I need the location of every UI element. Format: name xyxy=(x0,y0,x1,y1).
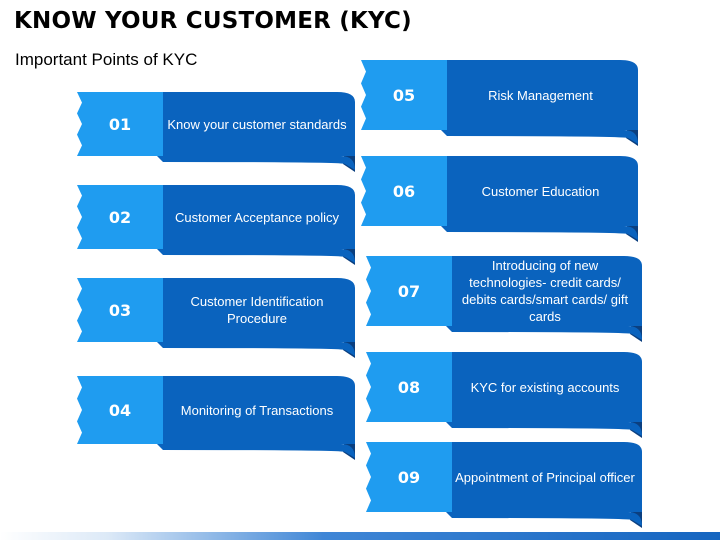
kyc-item-08: 08 KYC for existing accounts xyxy=(366,352,642,438)
number-box xyxy=(77,376,163,444)
ribbon-shape xyxy=(366,442,642,528)
ribbon-curl xyxy=(446,326,642,340)
number-box xyxy=(77,92,163,156)
ribbon-curl xyxy=(157,156,355,170)
item-number: 05 xyxy=(392,85,416,105)
ribbon-dark-panel xyxy=(447,156,638,226)
item-number: 01 xyxy=(108,114,132,134)
ribbon-shape xyxy=(361,156,638,242)
ribbon-shape xyxy=(366,352,642,438)
item-label: Appointment of Principal officer xyxy=(455,469,635,485)
item-number: 04 xyxy=(108,400,132,420)
ribbon-shape xyxy=(366,256,642,342)
ribbon-dark-panel xyxy=(452,256,642,326)
number-box xyxy=(366,256,452,326)
number-box xyxy=(366,442,452,512)
item-label: Customer Education xyxy=(481,183,600,199)
item-number: 03 xyxy=(108,300,132,320)
ribbon-dark-panel xyxy=(163,185,355,249)
item-number: 02 xyxy=(108,207,132,227)
ribbon-curl xyxy=(446,422,642,436)
ribbon-shape xyxy=(77,278,355,358)
item-label: Monitoring of Transactions xyxy=(180,402,334,418)
ribbon-shape xyxy=(361,60,638,146)
item-number: 08 xyxy=(397,377,421,397)
number-box xyxy=(366,352,452,422)
ribbon-shape xyxy=(77,376,355,460)
item-label: Customer Acceptance policy xyxy=(174,209,340,225)
kyc-item-07: 07 Introducing of new technologies- cred… xyxy=(366,256,642,342)
ribbon-shape xyxy=(77,185,355,265)
item-label: Customer Identification Procedure xyxy=(190,294,324,326)
number-box xyxy=(361,156,447,226)
ribbon-dark-panel xyxy=(163,278,355,342)
ribbon-curl xyxy=(441,130,638,144)
number-box xyxy=(77,185,163,249)
item-label: KYC for existing accounts xyxy=(470,379,620,395)
ribbon-dark-panel xyxy=(452,352,642,422)
slide-title: KNOW YOUR CUSTOMER (KYC) xyxy=(14,8,412,34)
ribbon-dark-panel xyxy=(452,442,642,512)
number-box xyxy=(361,60,447,130)
ribbon-curl xyxy=(157,249,355,263)
number-box xyxy=(77,278,163,342)
ribbon-shape xyxy=(77,92,355,172)
item-label: Risk Management xyxy=(488,87,593,103)
ribbon-dark-panel xyxy=(163,376,355,444)
kyc-item-09: 09 Appointment of Principal officer xyxy=(366,442,642,528)
kyc-item-02: 02 Customer Acceptance policy xyxy=(77,185,355,265)
ribbon-curl xyxy=(157,444,355,458)
bottom-gradient-bar xyxy=(0,532,720,540)
item-number: 06 xyxy=(392,181,416,201)
ribbon-curl xyxy=(441,226,638,240)
kyc-item-06: 06 Customer Education xyxy=(361,156,638,242)
slide-subtitle: Important Points of KYC xyxy=(15,50,198,69)
kyc-item-04: 04 Monitoring of Transactions xyxy=(77,376,355,460)
item-number: 07 xyxy=(397,281,421,301)
item-label: Know your customer standards xyxy=(167,116,347,132)
kyc-item-05: 05 Risk Management xyxy=(361,60,638,146)
ribbon-dark-panel xyxy=(447,60,638,130)
kyc-item-03: 03 Customer Identification Procedure xyxy=(77,278,355,358)
ribbon-curl xyxy=(446,512,642,526)
kyc-item-01: 01 Know your customer standards xyxy=(77,92,355,172)
item-label: Introducing of new technologies- credit … xyxy=(461,258,629,324)
ribbon-dark-panel xyxy=(163,92,355,156)
ribbon-curl xyxy=(157,342,355,356)
item-number: 09 xyxy=(397,467,421,487)
